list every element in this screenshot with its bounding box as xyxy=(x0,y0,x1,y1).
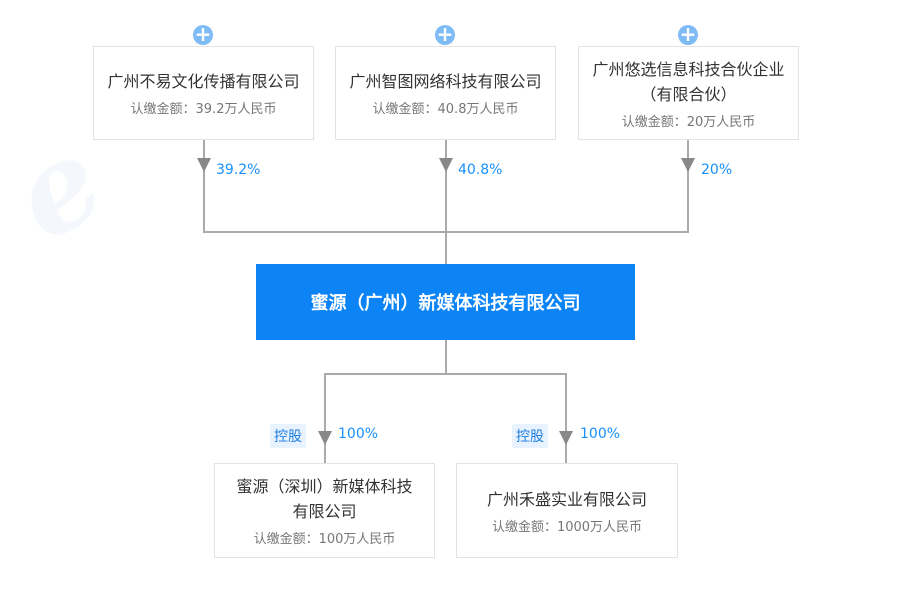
shareholder-name: 广州智图网络科技有限公司 xyxy=(349,72,542,91)
connector-line xyxy=(203,140,205,232)
shareholder-card[interactable]: 广州智图网络科技有限公司 认缴金额：40.8万人民币 xyxy=(335,46,556,140)
subsidiary-amount: 认缴金额：1000万人民币 xyxy=(491,519,643,535)
shareholder-card[interactable]: 广州不易文化传播有限公司 认缴金额：39.2万人民币 xyxy=(93,46,314,140)
shareholder-amount: 认缴金额：20万人民币 xyxy=(621,114,756,130)
shareholder-amount: 认缴金额：40.8万人民币 xyxy=(372,102,519,117)
expand-plus-icon[interactable]: + xyxy=(193,22,213,46)
subsidiary-name: 蜜源（深圳）新媒体科技有限公司 xyxy=(236,477,413,521)
shareholder-card[interactable]: 广州悠选信息科技合伙企业（有限合伙） 认缴金额：20万人民币 xyxy=(578,46,799,140)
subsidiary-name: 广州禾盛实业有限公司 xyxy=(486,489,647,509)
connector-line xyxy=(445,340,447,374)
share-percent: 39.2% xyxy=(216,162,261,178)
expand-plus-icon[interactable]: + xyxy=(678,22,698,46)
arrow-down-icon xyxy=(318,431,332,445)
shareholder-name: 广州不易文化传播有限公司 xyxy=(107,72,300,91)
connector-line xyxy=(687,140,689,232)
share-percent: 100% xyxy=(580,426,621,442)
subsidiary-card[interactable]: 蜜源（深圳）新媒体科技有限公司 认缴金额：100万人民币 xyxy=(214,463,435,558)
arrow-down-icon xyxy=(559,431,573,445)
share-percent: 20% xyxy=(701,162,733,178)
holding-tag: 控股 xyxy=(512,424,548,448)
connector-line xyxy=(324,373,567,375)
subsidiary-amount: 认缴金额：100万人民币 xyxy=(253,532,396,547)
connector-line xyxy=(445,140,447,264)
arrow-down-icon xyxy=(681,158,695,172)
connector-line xyxy=(324,373,326,463)
shareholder-amount: 认缴金额：39.2万人民币 xyxy=(130,102,277,117)
main-company[interactable]: 蜜源（广州）新媒体科技有限公司 xyxy=(256,264,635,340)
subsidiary-card[interactable]: 广州禾盛实业有限公司 认缴金额：1000万人民币 xyxy=(456,463,678,558)
holding-tag: 控股 xyxy=(270,424,306,448)
arrow-down-icon xyxy=(197,158,211,172)
arrow-down-icon xyxy=(439,158,453,172)
connector-line xyxy=(565,373,567,463)
connector-line xyxy=(203,231,689,233)
expand-plus-icon[interactable]: + xyxy=(435,22,455,46)
share-percent: 100% xyxy=(338,426,379,442)
share-percent: 40.8% xyxy=(458,162,503,178)
shareholder-name: 广州悠选信息科技合伙企业（有限合伙） xyxy=(592,59,785,104)
